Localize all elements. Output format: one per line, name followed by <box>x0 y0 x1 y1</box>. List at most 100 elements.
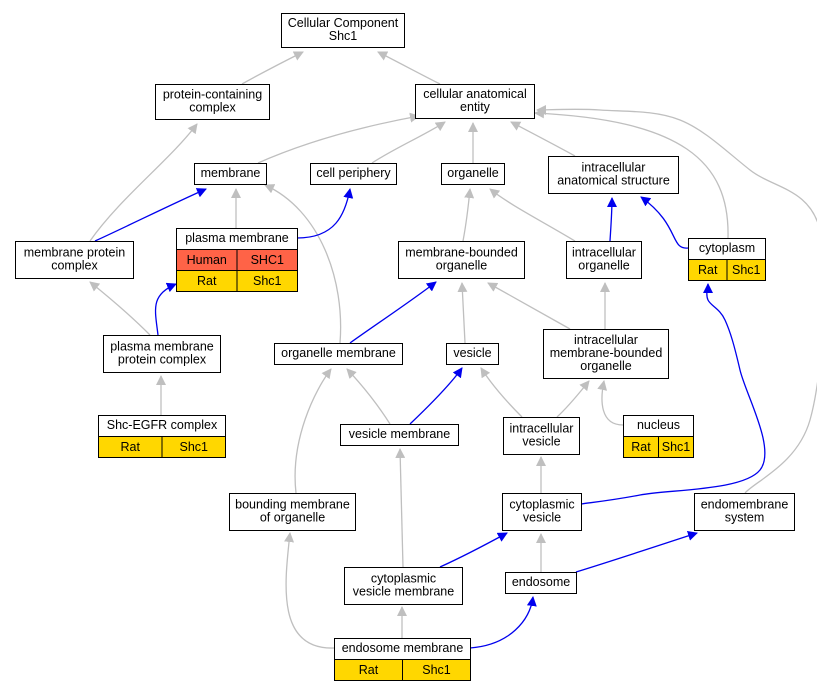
node-label: system <box>725 511 765 525</box>
edge-line <box>640 196 689 249</box>
edge-intracellular-vesicle-to-intracellular-membrane-bounded-organelle <box>556 380 590 418</box>
edge-vesicle-to-membrane-bounded-organelle <box>457 282 468 344</box>
edge-line <box>457 282 468 344</box>
edge-endomembrane-system-to-cellular-anatomical-entity <box>536 104 817 494</box>
annotation-row-rat: Rat Shc1 <box>98 436 226 458</box>
node-label: nucleus <box>637 418 680 432</box>
node-label: organelle <box>580 359 631 373</box>
edge-line <box>257 112 420 164</box>
gene-label: Shc1 <box>180 440 209 454</box>
edge-intracellular-vesicle-to-vesicle <box>480 367 523 418</box>
edge-line <box>264 184 342 344</box>
node-organelle[interactable]: organelle <box>441 163 505 185</box>
node-cell-periphery[interactable]: cell periphery <box>310 163 397 185</box>
edge-line <box>597 380 624 426</box>
gene-label: Shc1 <box>422 663 451 677</box>
node-box <box>502 493 582 531</box>
species-label: Rat <box>121 440 141 454</box>
species-label: Rat <box>359 663 379 677</box>
edge-organelle-membrane-to-membrane <box>264 184 342 344</box>
edge-line <box>480 367 523 418</box>
edge-membrane-protein-complex-to-protein-containing-complex <box>89 123 198 242</box>
edge-cytoplasmic-vesicle-to-cytoplasm <box>580 283 766 505</box>
node-label: organelle <box>578 259 629 273</box>
node-label: protein complex <box>118 353 207 367</box>
edge-line <box>89 123 198 242</box>
node-label: intracellular <box>572 246 636 260</box>
edge-plasma-membrane-protein-complex-to-membrane-protein-complex <box>89 281 151 336</box>
edge-line <box>489 188 576 242</box>
edge-line <box>534 108 729 239</box>
node-label: intracellular <box>582 161 646 175</box>
node-box <box>446 343 499 365</box>
node-label: bounding membrane <box>235 498 350 512</box>
node-label: plasma membrane <box>185 231 289 245</box>
node-box <box>310 163 397 185</box>
node-box <box>505 572 577 594</box>
node-label: membrane <box>201 166 261 180</box>
node-vesicle[interactable]: vesicle <box>446 343 499 365</box>
edge-line <box>371 121 446 164</box>
species-label: Rat <box>698 263 718 277</box>
node-label: intracellular <box>510 422 574 436</box>
node-label: endomembrane <box>701 498 789 512</box>
node-box <box>155 84 270 120</box>
node-box <box>340 424 459 446</box>
gene-label: Shc1 <box>732 263 761 277</box>
annotation-row-rat: Rat Shc1 <box>623 436 694 458</box>
node-box <box>503 417 580 455</box>
edge-intracellular-organelle-to-organelle <box>489 188 576 242</box>
node-box <box>281 13 405 48</box>
gene-cell <box>236 270 298 292</box>
node-label: endosome <box>512 575 570 589</box>
node-label: vesicle <box>523 511 561 525</box>
edge-line <box>377 51 441 85</box>
gene-cell <box>658 436 694 458</box>
node-box <box>566 241 642 279</box>
edge-bounding-membrane-of-organelle-to-organelle-membrane <box>294 368 332 494</box>
species-label: Rat <box>631 440 651 454</box>
node-vesicle-membrane[interactable]: vesicle membrane <box>340 424 459 446</box>
edge-line <box>395 448 406 568</box>
node-label: complex <box>189 101 236 115</box>
edge-line <box>536 104 817 494</box>
edge-line <box>349 281 437 344</box>
edge-intracellular-organelle-to-intracellular-anatomical-structure <box>606 197 617 242</box>
edge-line <box>346 368 391 425</box>
node-organelle-membrane[interactable]: organelle membrane <box>274 343 403 365</box>
annotation-row-rat: Rat Shc1 <box>334 659 471 681</box>
edge-cytoplasm-to-cellular-anatomical-entity <box>534 108 729 239</box>
edge-endosome-to-endomembrane-system <box>575 531 698 573</box>
node-label: membrane-bounded <box>405 246 518 260</box>
gene-label: Shc1 <box>662 440 691 454</box>
node-membrane[interactable]: membrane <box>194 163 267 185</box>
edge-membrane-protein-complex-to-membrane <box>94 188 207 242</box>
edge-line <box>462 188 475 242</box>
node-label: Cellular Component <box>288 16 399 30</box>
node-label: intracellular <box>574 333 638 347</box>
edge-line <box>296 188 354 239</box>
edge-cytoplasmic-vesicle-membrane-to-vesicle-membrane <box>395 448 406 568</box>
node-endosome[interactable]: endosome <box>505 572 577 594</box>
node-box <box>694 493 795 531</box>
